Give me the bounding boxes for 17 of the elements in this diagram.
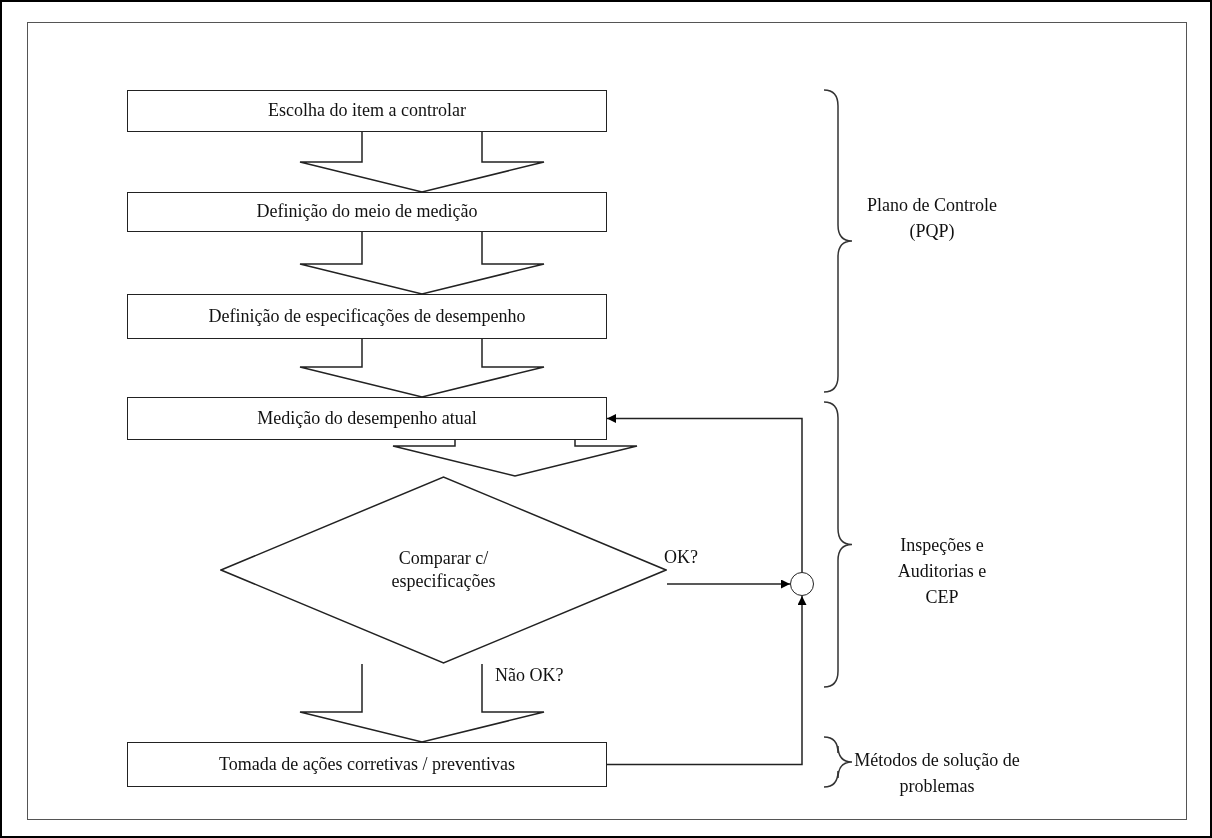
block-arrow (299, 663, 545, 743)
junction-circle (790, 572, 814, 596)
bracket-label: Plano de Controle (PQP) (866, 194, 998, 244)
block-arrow (299, 231, 545, 295)
block-arrow (299, 131, 545, 193)
process-box: Definição de especificações de desempenho (127, 294, 607, 339)
process-box: Medição do desempenho atual (127, 397, 607, 440)
process-box: Definição do meio de medição (127, 192, 607, 232)
bracket-label: Métodos de solução de problemas (853, 749, 1021, 799)
block-arrow (392, 439, 638, 477)
process-box: Tomada de ações corretivas / preventivas (127, 742, 607, 787)
process-box: Escolha do item a controlar (127, 90, 607, 132)
arrow (606, 595, 807, 766)
block-arrow (299, 338, 545, 398)
bracket-label: Inspeções e Auditorias e CEP (896, 534, 988, 610)
arrow (666, 579, 791, 589)
arrow (606, 414, 803, 573)
